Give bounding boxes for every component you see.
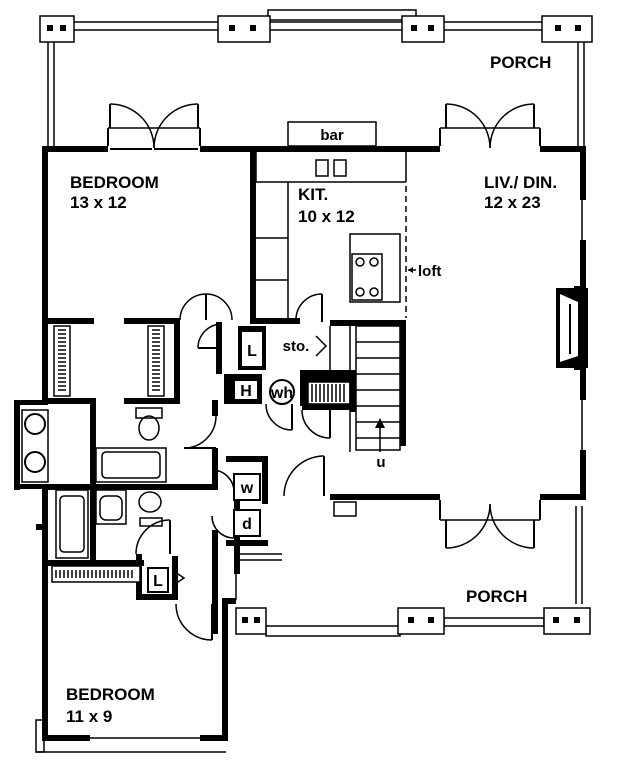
linen-label-2: L [153,573,163,590]
porch-bottom-label: PORCH [466,587,527,606]
closet-rod-small-bedroom [51,565,141,583]
bedroom-small-name: BEDROOM [66,685,155,704]
linen-closet-1: L [242,332,262,366]
cooktop [351,253,383,301]
sink-basin-right [333,159,347,177]
linen-label-1: L [247,343,257,360]
linen-closet-2: L [147,567,169,593]
kitchen-size: 10 x 12 [298,207,355,226]
dryer-label: d [242,516,252,533]
storage-label: sto. [283,338,310,355]
closet-rod-left [53,325,71,397]
washer: w [233,473,261,501]
bar-counter: bar [287,121,377,147]
bathtub-upper [95,447,167,483]
heater-closet: H wh [233,379,295,405]
loft-marker: loft [408,263,441,280]
bath-fixtures [55,407,167,559]
bay-window [14,400,49,490]
bedroom-main-name: BEDROOM [70,173,159,192]
bedroom-small-size: 11 x 9 [66,707,112,726]
living-french-doors [439,103,541,149]
lower-french-doors [439,500,541,549]
closet-rod-right [147,325,165,397]
porch-top-label: PORCH [490,53,551,72]
toilet-lower [138,491,162,513]
kitchen-fixtures [255,152,407,318]
stairs [315,325,401,452]
small-bedroom-window [35,719,226,753]
bedroom-main-size: 13 x 12 [70,193,127,212]
toilet-upper [138,415,160,441]
interior-doors [135,293,331,641]
closet-rod-hall [302,376,356,410]
dryer: d [233,509,261,537]
fireplace [556,286,588,370]
storage: sto. [283,338,310,355]
loft-label: loft [418,263,441,280]
water-heater [269,379,295,405]
sink-basin-left [315,159,329,177]
kitchen-name: KIT. [298,185,328,204]
right-windows [579,200,587,450]
bedroom-french-doors [107,103,201,150]
living-dining-size: 12 x 23 [484,193,541,212]
bathtub-lower [55,489,89,559]
heater-label: H [240,383,252,400]
bar-label: bar [320,127,344,144]
exterior-walls [36,146,586,741]
top-porch-posts [39,15,593,43]
stairs-up-label: u [376,454,385,471]
living-dining-name: LIV./ DIN. [484,173,557,192]
washer-label: w [240,480,254,497]
water-heater-label: wh [270,385,293,402]
lower-porch [235,501,591,637]
